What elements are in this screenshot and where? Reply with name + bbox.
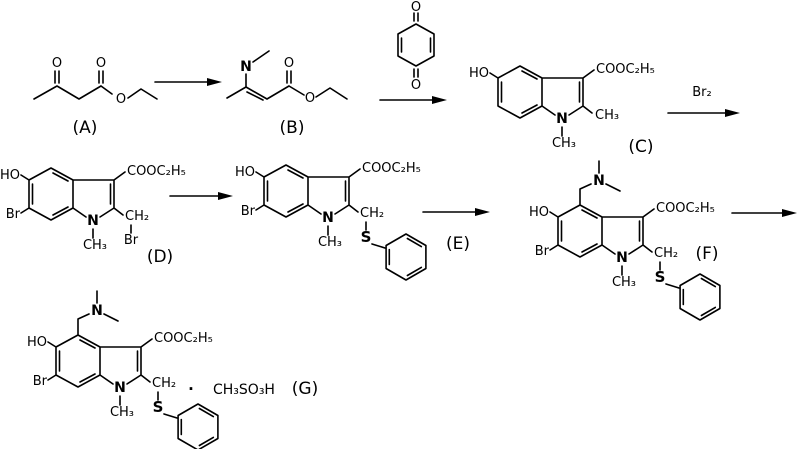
skeleton-bonds bbox=[255, 164, 386, 249]
skeleton-bonds bbox=[33, 70, 158, 100]
methylene-label: CH₂ bbox=[152, 376, 176, 391]
n-methyl-label: CH₃ bbox=[83, 238, 107, 253]
atom-label-s: S bbox=[655, 268, 666, 286]
arrow-d-to-e bbox=[169, 192, 233, 200]
atom-label-n: N bbox=[616, 250, 628, 266]
atom-label-br: Br bbox=[241, 204, 256, 219]
compound-e: HO Br COOC₂H₅ N CH₂ S CH₃ (E) bbox=[235, 161, 470, 281]
compound-tag-a: (A) bbox=[73, 118, 98, 138]
methylene-label: CH₂ bbox=[654, 246, 678, 261]
atom-label-br: Br bbox=[6, 207, 21, 222]
compound-tag-g: (G) bbox=[292, 379, 318, 399]
arrow-f-to-g bbox=[731, 209, 797, 217]
phenyl-ring bbox=[385, 233, 427, 281]
compound-b: N O O (B) bbox=[226, 50, 348, 138]
ester-label: COOC₂H₅ bbox=[596, 62, 655, 77]
atom-label-o: O bbox=[284, 56, 294, 71]
compound-tag-b: (B) bbox=[280, 118, 305, 138]
atom-label-o: O bbox=[52, 56, 62, 71]
arrow-e-to-f bbox=[422, 208, 490, 216]
atom-label-br: Br bbox=[33, 374, 48, 389]
mesylic-acid-label: CH₃SO₃H bbox=[213, 382, 275, 398]
compound-tag-d: (D) bbox=[147, 247, 173, 267]
skeleton-bonds bbox=[20, 167, 132, 239]
compound-g: N HO Br COOC₂H₅ N CH₂ S CH₃ . CH₃SO₃H (G… bbox=[27, 290, 318, 449]
compound-d: HO Br COOC₂H₅ N CH₂ Br CH₃ (D) bbox=[0, 164, 186, 267]
atom-label-n: N bbox=[556, 111, 568, 127]
skeleton-bonds bbox=[489, 65, 595, 137]
amine-label-n: N bbox=[91, 303, 103, 319]
atom-label-ho: HO bbox=[469, 66, 489, 81]
methylene-label: CH₂ bbox=[360, 206, 384, 221]
n-methyl-label: CH₃ bbox=[110, 405, 134, 420]
ester-label: COOC₂H₅ bbox=[154, 331, 213, 346]
atom-label-s: S bbox=[153, 398, 164, 416]
atom-label-ho: HO bbox=[529, 205, 549, 220]
reagent-benzoquinone: O O bbox=[397, 0, 435, 93]
ester-label: COOC₂H₅ bbox=[656, 201, 715, 216]
arrow-a-to-b bbox=[154, 78, 222, 86]
atom-label-ho: HO bbox=[27, 335, 47, 350]
compound-a: O O O (A) bbox=[33, 56, 158, 138]
skeleton-bonds bbox=[226, 50, 348, 101]
atom-label-o: O bbox=[411, 78, 421, 93]
arrowhead bbox=[725, 109, 740, 117]
methylene-label: CH₂ bbox=[125, 209, 149, 224]
amine-label-n: N bbox=[593, 173, 605, 189]
phenyl-ring bbox=[177, 403, 219, 449]
atom-label-o: O bbox=[305, 91, 315, 106]
arrow-bromination: Br₂ bbox=[667, 85, 740, 117]
arrowhead bbox=[782, 209, 797, 217]
compound-tag-e: (E) bbox=[446, 234, 470, 254]
arrow-b-to-c bbox=[379, 96, 447, 104]
atom-label-ho: HO bbox=[0, 168, 20, 183]
atom-label-s: S bbox=[361, 228, 372, 246]
arrowhead bbox=[218, 192, 233, 200]
methyl-label: CH₃ bbox=[595, 108, 619, 123]
atom-label-ho: HO bbox=[235, 165, 255, 180]
atom-label-o: O bbox=[96, 56, 106, 71]
skeleton-bonds bbox=[549, 160, 680, 289]
n-methyl-label: CH₃ bbox=[318, 235, 342, 250]
arrowhead bbox=[207, 78, 222, 86]
atom-label-o: O bbox=[116, 92, 126, 107]
atom-label-br: Br bbox=[124, 233, 139, 248]
atom-label-n: N bbox=[240, 59, 252, 75]
atom-label-n: N bbox=[322, 210, 334, 226]
atom-label-o: O bbox=[411, 0, 421, 15]
compound-tag-f: (F) bbox=[695, 244, 718, 264]
ester-label: COOC₂H₅ bbox=[362, 161, 421, 176]
atom-label-n: N bbox=[114, 380, 126, 396]
n-methyl-label: CH₃ bbox=[552, 136, 576, 151]
arrowhead bbox=[432, 96, 447, 104]
salt-dot: . bbox=[188, 376, 194, 394]
atom-label-n: N bbox=[87, 213, 99, 229]
reagent-label-br2: Br₂ bbox=[692, 85, 711, 100]
skeleton-bonds bbox=[397, 12, 435, 78]
arrowhead bbox=[475, 208, 490, 216]
atom-label-br: Br bbox=[535, 244, 550, 259]
compound-f: N HO Br COOC₂H₅ N CH₂ S CH₃ (F) bbox=[529, 160, 721, 321]
n-methyl-label: CH₃ bbox=[612, 275, 636, 290]
ester-label: COOC₂H₅ bbox=[127, 164, 186, 179]
skeleton-bonds bbox=[47, 290, 178, 419]
compound-tag-c: (C) bbox=[628, 137, 653, 157]
phenyl-ring bbox=[679, 273, 721, 321]
compound-c: HO COOC₂H₅ N CH₃ CH₃ (C) bbox=[469, 62, 655, 157]
